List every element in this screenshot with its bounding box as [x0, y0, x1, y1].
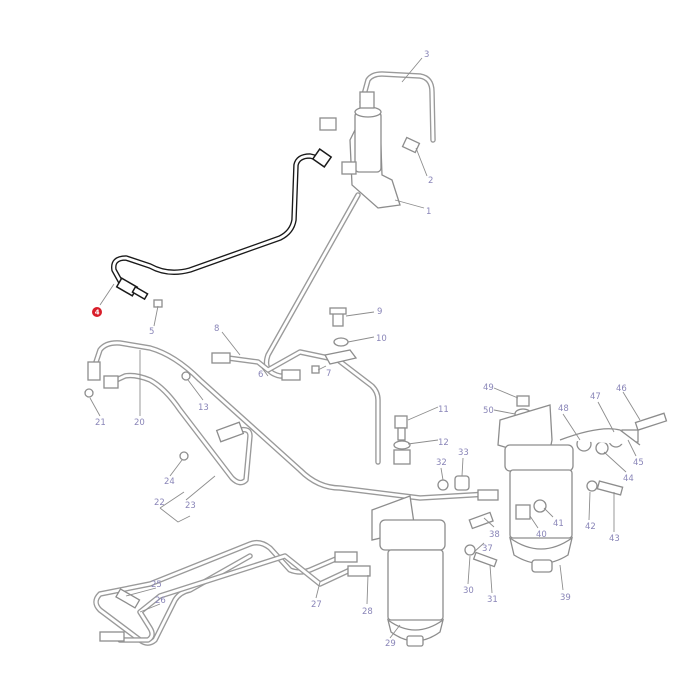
label-26[interactable]: 26: [155, 596, 166, 606]
label-24[interactable]: 24: [164, 477, 175, 487]
label-4[interactable]: 4: [95, 309, 100, 317]
label-12[interactable]: 12: [438, 438, 449, 448]
label-48[interactable]: 48: [558, 404, 569, 414]
label-1[interactable]: 1: [426, 207, 431, 217]
label-32[interactable]: 32: [436, 458, 447, 468]
label-3[interactable]: 3: [424, 50, 429, 60]
label-42[interactable]: 42: [585, 522, 596, 532]
label-43[interactable]: 43: [609, 534, 620, 544]
label-39[interactable]: 39: [560, 593, 571, 603]
label-9[interactable]: 9: [377, 307, 382, 317]
label-22[interactable]: 22: [154, 498, 165, 508]
callout-labels: 3 2 1 4 5 9 10 8 6 7 21 20 13 11 12 49 5…: [92, 50, 644, 649]
pipe-8: [225, 349, 381, 465]
label-49[interactable]: 49: [483, 383, 494, 393]
label-41[interactable]: 41: [553, 519, 564, 529]
filter-39: [497, 404, 641, 573]
label-13[interactable]: 13: [198, 403, 209, 413]
leader-lines: [89, 57, 641, 639]
label-10[interactable]: 10: [376, 334, 387, 344]
label-6[interactable]: 6: [258, 370, 263, 380]
label-47[interactable]: 47: [590, 392, 601, 402]
label-25[interactable]: 25: [151, 580, 162, 590]
label-4-badge[interactable]: [92, 307, 102, 317]
label-20[interactable]: 20: [134, 418, 145, 428]
label-5[interactable]: 5: [149, 327, 154, 337]
pipe-20: [91, 340, 491, 501]
label-37[interactable]: 37: [482, 544, 493, 554]
label-46[interactable]: 46: [616, 384, 627, 394]
label-44[interactable]: 44: [623, 474, 634, 484]
label-40[interactable]: 40: [536, 530, 547, 540]
valve-bracket-1: [319, 91, 421, 209]
label-7[interactable]: 7: [326, 369, 331, 379]
filter-29: [371, 495, 446, 647]
label-21[interactable]: 21: [95, 418, 106, 428]
label-29[interactable]: 29: [385, 639, 396, 649]
label-11[interactable]: 11: [438, 405, 449, 415]
pipe-27: [93, 539, 353, 646]
fittings: [84, 299, 668, 642]
label-30[interactable]: 30: [463, 586, 474, 596]
label-38[interactable]: 38: [489, 530, 500, 540]
pipe-4: [111, 148, 333, 301]
label-33[interactable]: 33: [458, 448, 469, 458]
label-50[interactable]: 50: [483, 406, 494, 416]
pipe-3: [359, 71, 436, 143]
label-8[interactable]: 8: [214, 324, 219, 334]
label-2[interactable]: 2: [428, 176, 433, 186]
label-45[interactable]: 45: [633, 458, 644, 468]
pipe-1: [263, 192, 361, 379]
label-28[interactable]: 28: [362, 607, 373, 617]
label-27[interactable]: 27: [311, 600, 322, 610]
label-31[interactable]: 31: [487, 595, 498, 605]
label-23[interactable]: 23: [185, 501, 196, 511]
